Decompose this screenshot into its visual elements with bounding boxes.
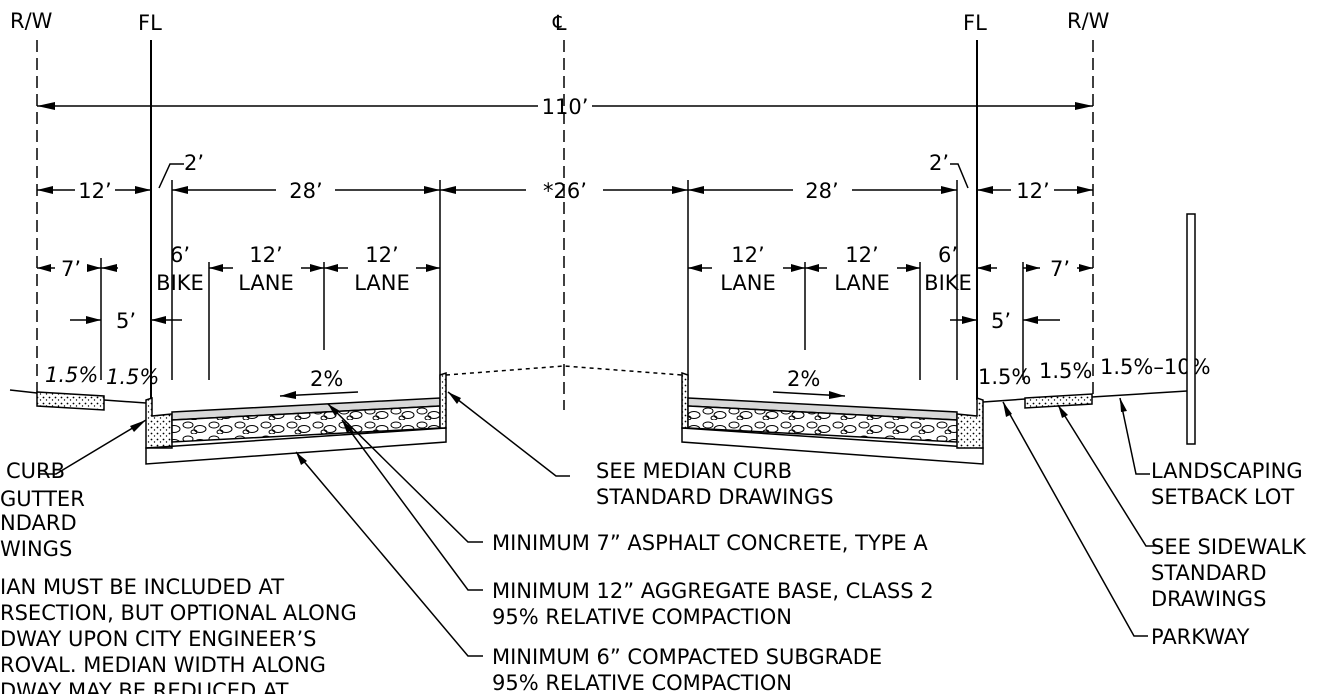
subgrade-leader	[295, 451, 483, 657]
note-line-5: DWAY MAY BE REDUCED AT	[0, 679, 289, 694]
left-parkway-slope: 1.5%	[106, 365, 159, 389]
sidewalk-callout-1: SEE SIDEWALK	[1151, 535, 1307, 559]
left-bike-width: 6’	[170, 243, 190, 267]
left-subgrade	[145, 427, 447, 465]
sidewalk-callout-2: STANDARD	[1151, 561, 1267, 585]
right-lane1-label: LANE	[720, 271, 776, 295]
left-sidewalk	[36, 391, 105, 411]
total-width-dim: 110’	[542, 95, 589, 119]
left-gutter-dim: 2’	[184, 151, 204, 175]
asphalt-leader	[327, 403, 483, 543]
setback-wall	[1186, 213, 1196, 445]
centerline-label: ℄	[552, 11, 567, 35]
subgrade-callout-2: 95% RELATIVE COMPACTION	[492, 671, 792, 694]
left-lane1-label: LANE	[238, 271, 294, 295]
curb-callout-4: WINGS	[0, 537, 72, 561]
median-dim: *26’	[543, 179, 587, 203]
fl-right-label: FL	[963, 11, 987, 35]
right-walk-dim: 7’	[1050, 257, 1070, 281]
sidewalk-leader	[1057, 404, 1160, 547]
left-parkway-dim: 12’	[78, 179, 111, 203]
rw-left-label: R/W	[10, 9, 53, 33]
left-lane1-width: 12’	[249, 243, 282, 267]
right-lane1-width: 12’	[731, 243, 764, 267]
base-leader	[341, 419, 483, 591]
median-curb-leader	[447, 391, 570, 477]
note-line-3: DWAY UPON CITY ENGINEER’S	[0, 627, 316, 651]
curb-callout-1: CURB	[6, 459, 65, 483]
right-strip-dim: 5’	[991, 309, 1011, 333]
curb-leader	[40, 419, 147, 475]
base-callout-2: 95% RELATIVE COMPACTION	[492, 605, 792, 629]
right-lane2-label: LANE	[834, 271, 890, 295]
curb-callout-3: NDARD	[0, 511, 77, 535]
right-roadway-slope: 2%	[787, 367, 820, 391]
base-callout-1: MINIMUM 12” AGGREGATE BASE, CLASS 2	[492, 579, 934, 603]
note-line-2: RSECTION, BUT OPTIONAL ALONG	[0, 601, 357, 625]
right-sidewalk	[1024, 393, 1093, 409]
right-subgrade	[681, 427, 984, 465]
landscape-callout-2: SETBACK LOT	[1151, 485, 1294, 509]
subgrade-callout-1: MINIMUM 6” COMPACTED SUBGRADE	[492, 645, 882, 669]
left-lane2-width: 12’	[365, 243, 398, 267]
left-strip-dim: 5’	[116, 309, 136, 333]
rw-right-label: R/W	[1067, 9, 1110, 33]
landscape-leader	[1119, 397, 1150, 475]
left-roadway-dim: 28’	[289, 179, 322, 203]
median-curb-callout-1: SEE MEDIAN CURB	[596, 459, 792, 483]
left-walk-dim: 7’	[61, 257, 81, 281]
right-walk-slope: 1.5%	[1039, 359, 1092, 383]
note-line-1: IAN MUST BE INCLUDED AT	[0, 575, 284, 599]
right-bike-width: 6’	[938, 243, 958, 267]
right-bike-label: BIKE	[924, 271, 972, 295]
fl-left-label: FL	[138, 11, 162, 35]
right-parkway-slope: 1.5%	[978, 365, 1031, 389]
right-lane2-width: 12’	[845, 243, 878, 267]
parkway-callout: PARKWAY	[1151, 625, 1250, 649]
landscape-callout-1: LANDSCAPING	[1151, 459, 1303, 483]
median-curb-callout-2: STANDARD DRAWINGS	[596, 485, 834, 509]
asphalt-callout: MINIMUM 7” ASPHALT CONCRETE, TYPE A	[492, 531, 928, 555]
left-lane2-label: LANE	[354, 271, 410, 295]
right-roadway-dim: 28’	[805, 179, 838, 203]
left-roadway-slope: 2%	[310, 367, 343, 391]
left-walk-slope: 1.5%	[45, 363, 98, 387]
left-median-curb	[439, 371, 447, 429]
curb-callout-2: GUTTER	[0, 487, 85, 511]
left-bike-label: BIKE	[156, 271, 204, 295]
sidewalk-callout-3: DRAWINGS	[1151, 587, 1266, 611]
note-line-4: ROVAL. MEDIAN WIDTH ALONG	[0, 653, 326, 677]
right-parkway-dim: 12’	[1016, 179, 1049, 203]
right-gutter-dim: 2’	[929, 151, 949, 175]
right-curb-gutter	[956, 396, 984, 449]
parkway-leader	[1002, 401, 1148, 637]
left-curb-gutter	[145, 396, 173, 449]
right-median-curb	[681, 371, 689, 429]
